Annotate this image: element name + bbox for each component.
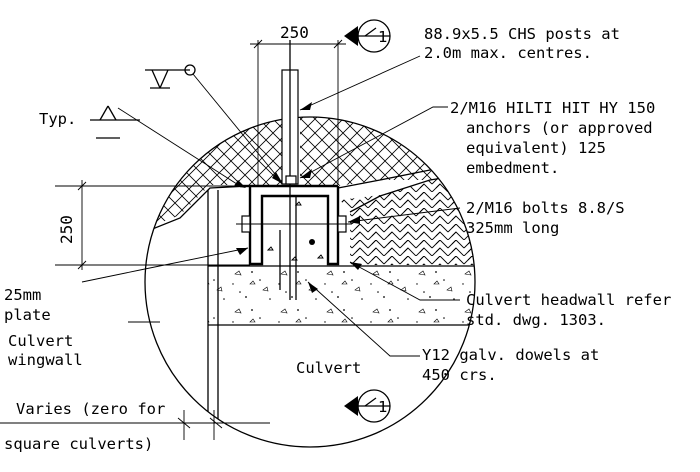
label-plate: 25mm plate <box>4 286 51 324</box>
label-chs-posts: 88.9x5.5 CHS posts at 2.0m max. centres. <box>424 25 620 62</box>
svg-text:2/M16 bolts 8.8/S: 2/M16 bolts 8.8/S <box>466 199 625 217</box>
svg-text:std. dwg. 1303.: std. dwg. 1303. <box>466 311 606 329</box>
svg-text:450 crs.: 450 crs. <box>422 366 497 384</box>
svg-text:2.0m max. centres.: 2.0m max. centres. <box>424 44 592 62</box>
svg-text:square culverts): square culverts) <box>4 435 153 453</box>
svg-text:anchors (or approved: anchors (or approved <box>466 119 653 137</box>
level-symbol-upper <box>145 64 283 184</box>
svg-text:88.9x5.5 CHS posts at: 88.9x5.5 CHS posts at <box>424 25 620 43</box>
fill-crosshatch-left <box>145 117 282 235</box>
section-marker-top: 1 <box>344 19 391 53</box>
label-dowels: Y12 galv. dowels at 450 crs. <box>422 346 599 384</box>
label-bolts: 2/M16 bolts 8.8/S 325mm long <box>466 199 625 237</box>
svg-text:Culvert headwall refer: Culvert headwall refer <box>466 291 671 309</box>
leaders <box>0 55 461 440</box>
post-cap-nut <box>285 175 297 185</box>
dim-top: 250 <box>250 23 346 185</box>
svg-text:Culvert: Culvert <box>8 332 73 350</box>
dim-top-label: 250 <box>280 23 309 42</box>
section-marker-bottom: 1 <box>344 389 391 423</box>
svg-text:2/M16 HILTI HIT HY 150: 2/M16 HILTI HIT HY 150 <box>450 99 655 117</box>
svg-text:25mm: 25mm <box>4 286 41 304</box>
label-varies: Varies (zero for square culverts) <box>4 400 165 453</box>
dim-left-label: 250 <box>57 215 76 244</box>
label-wingwall: Culvert wingwall <box>8 332 83 369</box>
label-anchors: 2/M16 HILTI HIT HY 150 anchors (or appro… <box>450 99 655 177</box>
fill-concrete-headwall <box>208 265 475 325</box>
level-symbol-typ: Typ. <box>39 105 246 188</box>
svg-text:wingwall: wingwall <box>8 351 83 369</box>
label-culvert: Culvert <box>296 359 361 377</box>
dim-left: 250 <box>55 180 250 270</box>
svg-text:Varies (zero for: Varies (zero for <box>16 400 165 418</box>
svg-text:1: 1 <box>378 398 387 416</box>
fill-herringbone <box>340 168 475 265</box>
base-channel <box>248 184 340 266</box>
svg-text:325mm long: 325mm long <box>466 219 559 237</box>
svg-text:Y12 galv. dowels at: Y12 galv. dowels at <box>422 346 599 364</box>
small-tri-marks <box>266 201 324 261</box>
svg-text:equivalent) 125: equivalent) 125 <box>466 139 606 157</box>
svg-text:plate: plate <box>4 306 51 324</box>
svg-text:embedment.: embedment. <box>466 159 559 177</box>
svg-text:1: 1 <box>378 28 387 46</box>
label-headwall: Culvert headwall refer std. dwg. 1303. <box>466 291 671 329</box>
fill-crosshatch-right <box>300 117 475 186</box>
svg-text:Typ.: Typ. <box>39 110 76 128</box>
